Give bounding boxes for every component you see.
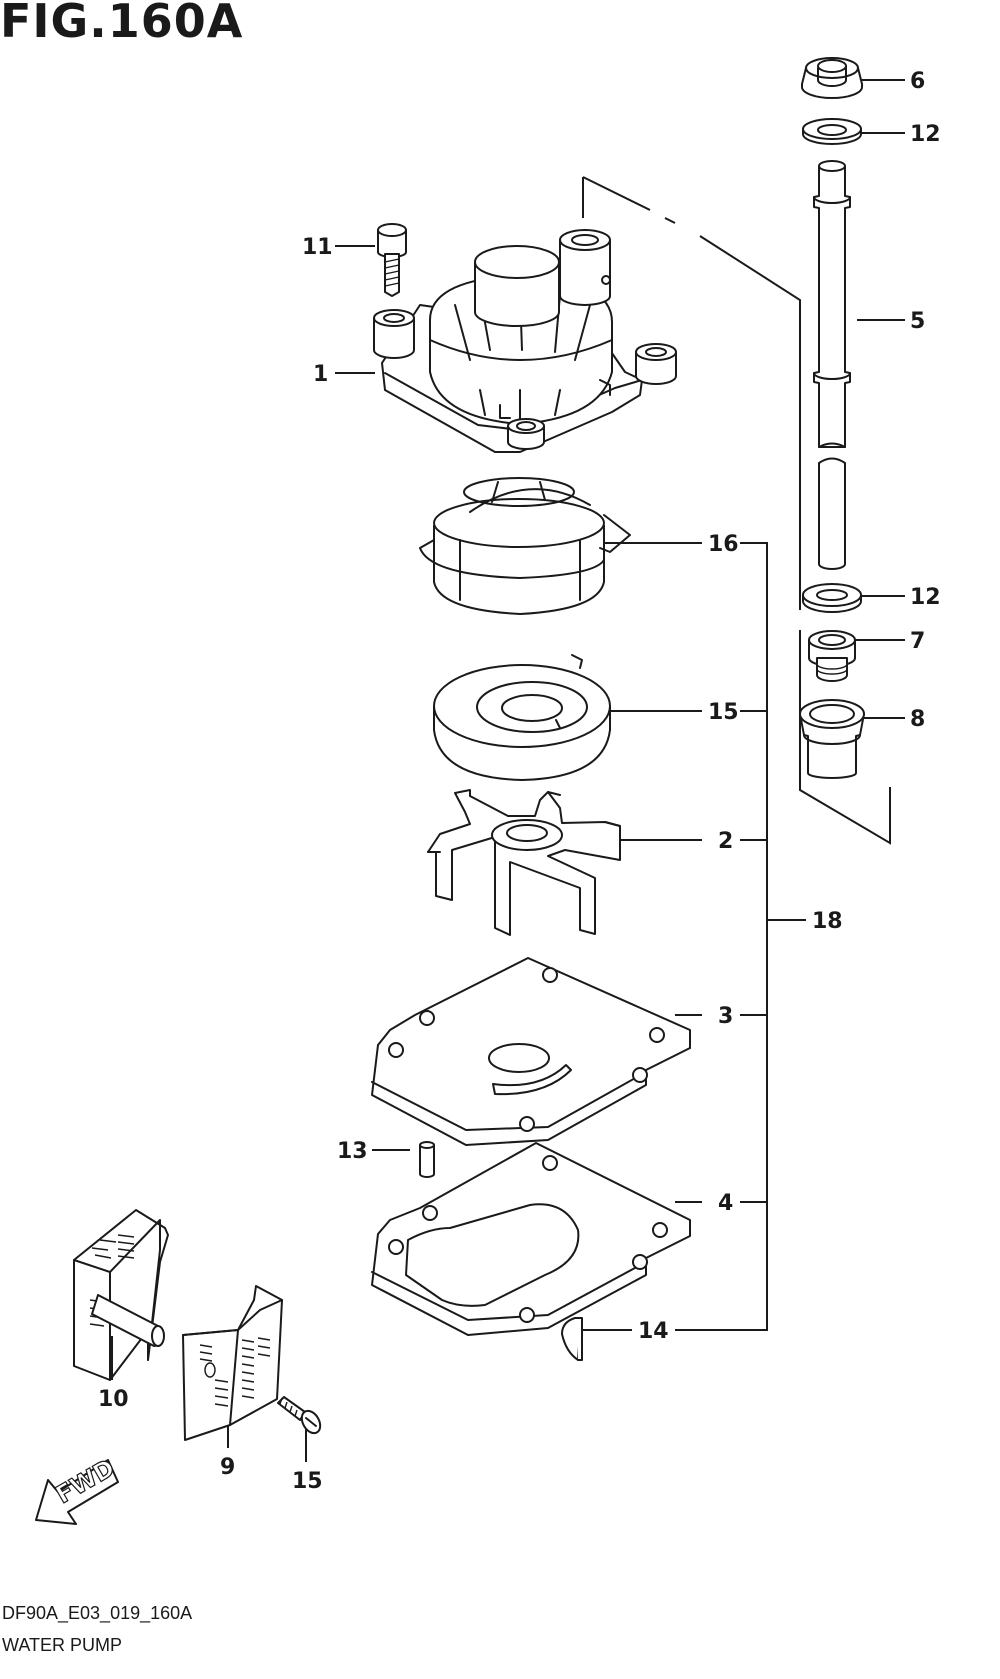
part-17-pump-liner	[419, 477, 631, 615]
part-13-dowel-pin	[419, 1141, 435, 1178]
part-7-plug	[808, 630, 856, 682]
part-1-pump-housing	[373, 229, 677, 453]
callout-7: 7	[910, 629, 925, 654]
figure-code: DF90A_E03_019_160A	[2, 1603, 193, 1623]
callout-14: 14	[638, 1319, 669, 1344]
part-6-grommet	[801, 57, 864, 99]
part-5-water-tube	[813, 160, 851, 570]
callout-6: 6	[910, 69, 925, 94]
callout-9: 9	[220, 1455, 235, 1480]
part-2-impeller	[427, 789, 621, 936]
part-12-washer-bottom	[802, 583, 862, 613]
part-14-impeller-key	[561, 1317, 583, 1361]
part-4-gasket	[371, 1142, 691, 1336]
callout-2: 2	[718, 829, 733, 854]
part-9-strainer-plate	[182, 1285, 283, 1441]
leader-lines	[111, 79, 905, 1462]
callout-12-top: 12	[910, 122, 941, 147]
part-16-impeller-case	[433, 654, 611, 781]
callout-13: 13	[337, 1139, 368, 1164]
callout-labels: 6 12 5 12 7 8 11 1 16 15 2 18 3 13 4 14 …	[98, 69, 941, 1494]
callout-4: 4	[718, 1191, 733, 1216]
callout-5: 5	[910, 309, 925, 334]
part-8-bushing	[799, 699, 865, 779]
callout-11: 11	[302, 235, 333, 260]
callout-18: 18	[812, 909, 843, 934]
figure-title: FIG.160A	[0, 0, 244, 48]
callout-3: 3	[718, 1004, 733, 1029]
callout-1: 1	[313, 362, 328, 387]
callout-17: 16	[708, 532, 739, 557]
part-10-strainer	[73, 1209, 169, 1381]
part-11-bolt	[377, 223, 407, 297]
fwd-arrow: FWD	[35, 1453, 120, 1525]
callout-12-bottom: 12	[910, 585, 941, 610]
callout-8: 8	[910, 707, 925, 732]
part-15-screw	[277, 1396, 322, 1435]
callout-10: 10	[98, 1387, 129, 1412]
part-3-wear-plate	[371, 957, 691, 1146]
part-12-washer-top	[802, 118, 862, 145]
callout-15: 15	[292, 1469, 323, 1494]
figure-name: WATER PUMP	[2, 1635, 122, 1655]
callout-16: 15	[708, 700, 739, 725]
